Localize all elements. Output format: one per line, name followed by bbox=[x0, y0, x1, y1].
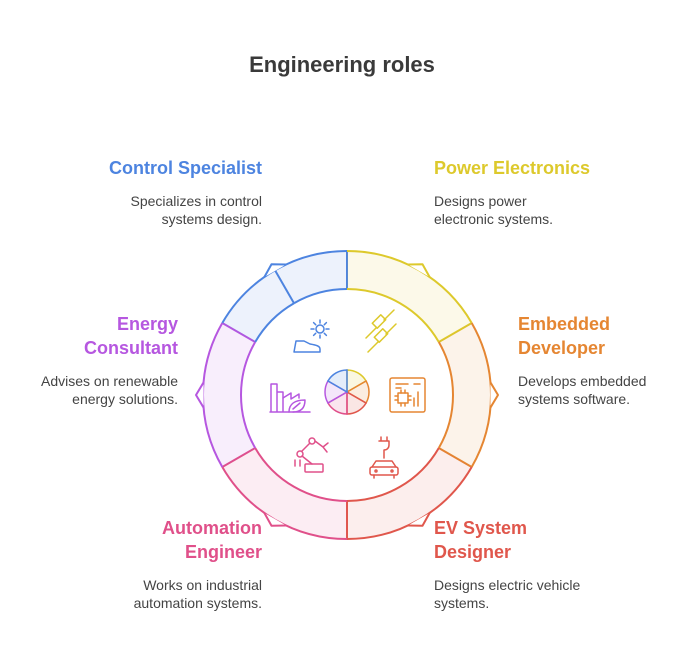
desc-automation-engineer: Works on industrial automation systems. bbox=[133, 577, 262, 611]
role-name: Automation Engineer bbox=[162, 518, 262, 562]
ring-arrow-notch bbox=[489, 381, 499, 409]
segment-ev-system-designer bbox=[347, 448, 472, 539]
role-name: Energy Consultant bbox=[84, 314, 178, 358]
role-name: EV System Designer bbox=[434, 518, 528, 562]
desc-embedded-developer: Develops embedded systems software. bbox=[518, 373, 647, 407]
electric-car-icon bbox=[369, 436, 399, 479]
label-ev-system-designer: EV System Designer bbox=[434, 516, 544, 564]
segment-automation-engineer-divider bbox=[221, 447, 256, 468]
segment-embedded-developer bbox=[438, 323, 491, 467]
segment-energy-consultant-divider bbox=[221, 322, 256, 343]
page-title: Engineering roles bbox=[249, 52, 435, 77]
segment-control-specialist-top-inner-arc bbox=[254, 302, 295, 343]
label-power-electronics: Power Electronics bbox=[434, 156, 654, 180]
label-energy-consultant: Energy Consultant bbox=[58, 312, 178, 360]
segment-power-electronics-divider bbox=[438, 322, 473, 343]
segment-power-electronics-inner-arc bbox=[346, 288, 440, 343]
center-pie-icon bbox=[324, 369, 370, 415]
segment-embedded-developer-inner-arc bbox=[437, 341, 454, 449]
segment-control-specialist-top-divider bbox=[274, 269, 295, 304]
robotic-arm-icon bbox=[294, 437, 329, 473]
segment-embedded-developer-divider bbox=[438, 447, 473, 468]
ring-arrow-notch bbox=[407, 263, 431, 278]
segment-automation-engineer-inner-arc bbox=[254, 447, 348, 502]
segment-automation-engineer bbox=[222, 448, 347, 539]
ring-arrow-notch bbox=[263, 263, 287, 278]
segment-control-specialist-inner-arc bbox=[293, 288, 348, 305]
segment-control-specialist-top bbox=[222, 270, 294, 342]
label-control-specialist: Control Specialist bbox=[60, 156, 262, 180]
desc-ev-system-designer: Designs electric vehicle systems. bbox=[434, 577, 581, 611]
desc-control-specialist: Specializes in control systems design. bbox=[130, 193, 262, 227]
electronic-components-icon bbox=[365, 309, 397, 353]
segment-energy-consultant bbox=[203, 323, 256, 467]
role-name: Embedded Developer bbox=[518, 314, 611, 358]
green-factory-icon bbox=[269, 383, 311, 413]
segment-ev-system-designer-inner-arc bbox=[346, 447, 440, 502]
desc-energy-consultant: Advises on renewable energy solutions. bbox=[41, 373, 178, 407]
label-automation-engineer: Automation Engineer bbox=[142, 516, 262, 564]
segment-energy-consultant-inner-arc bbox=[240, 341, 257, 449]
pie-slice-control bbox=[326, 369, 348, 394]
label-embedded-developer: Embedded Developer bbox=[518, 312, 628, 360]
ring-arrow-notch bbox=[407, 512, 431, 527]
desc-power-electronics: Designs power electronic systems. bbox=[434, 193, 554, 227]
gear-shoe-icon bbox=[293, 319, 330, 353]
segment-power-electronics bbox=[347, 251, 472, 342]
ring-arrow-notch bbox=[263, 512, 287, 527]
ring-arrow-notch bbox=[195, 381, 205, 409]
circuit-board-icon bbox=[389, 377, 426, 413]
role-name: Power Electronics bbox=[434, 158, 591, 178]
role-name: Control Specialist bbox=[108, 158, 262, 178]
